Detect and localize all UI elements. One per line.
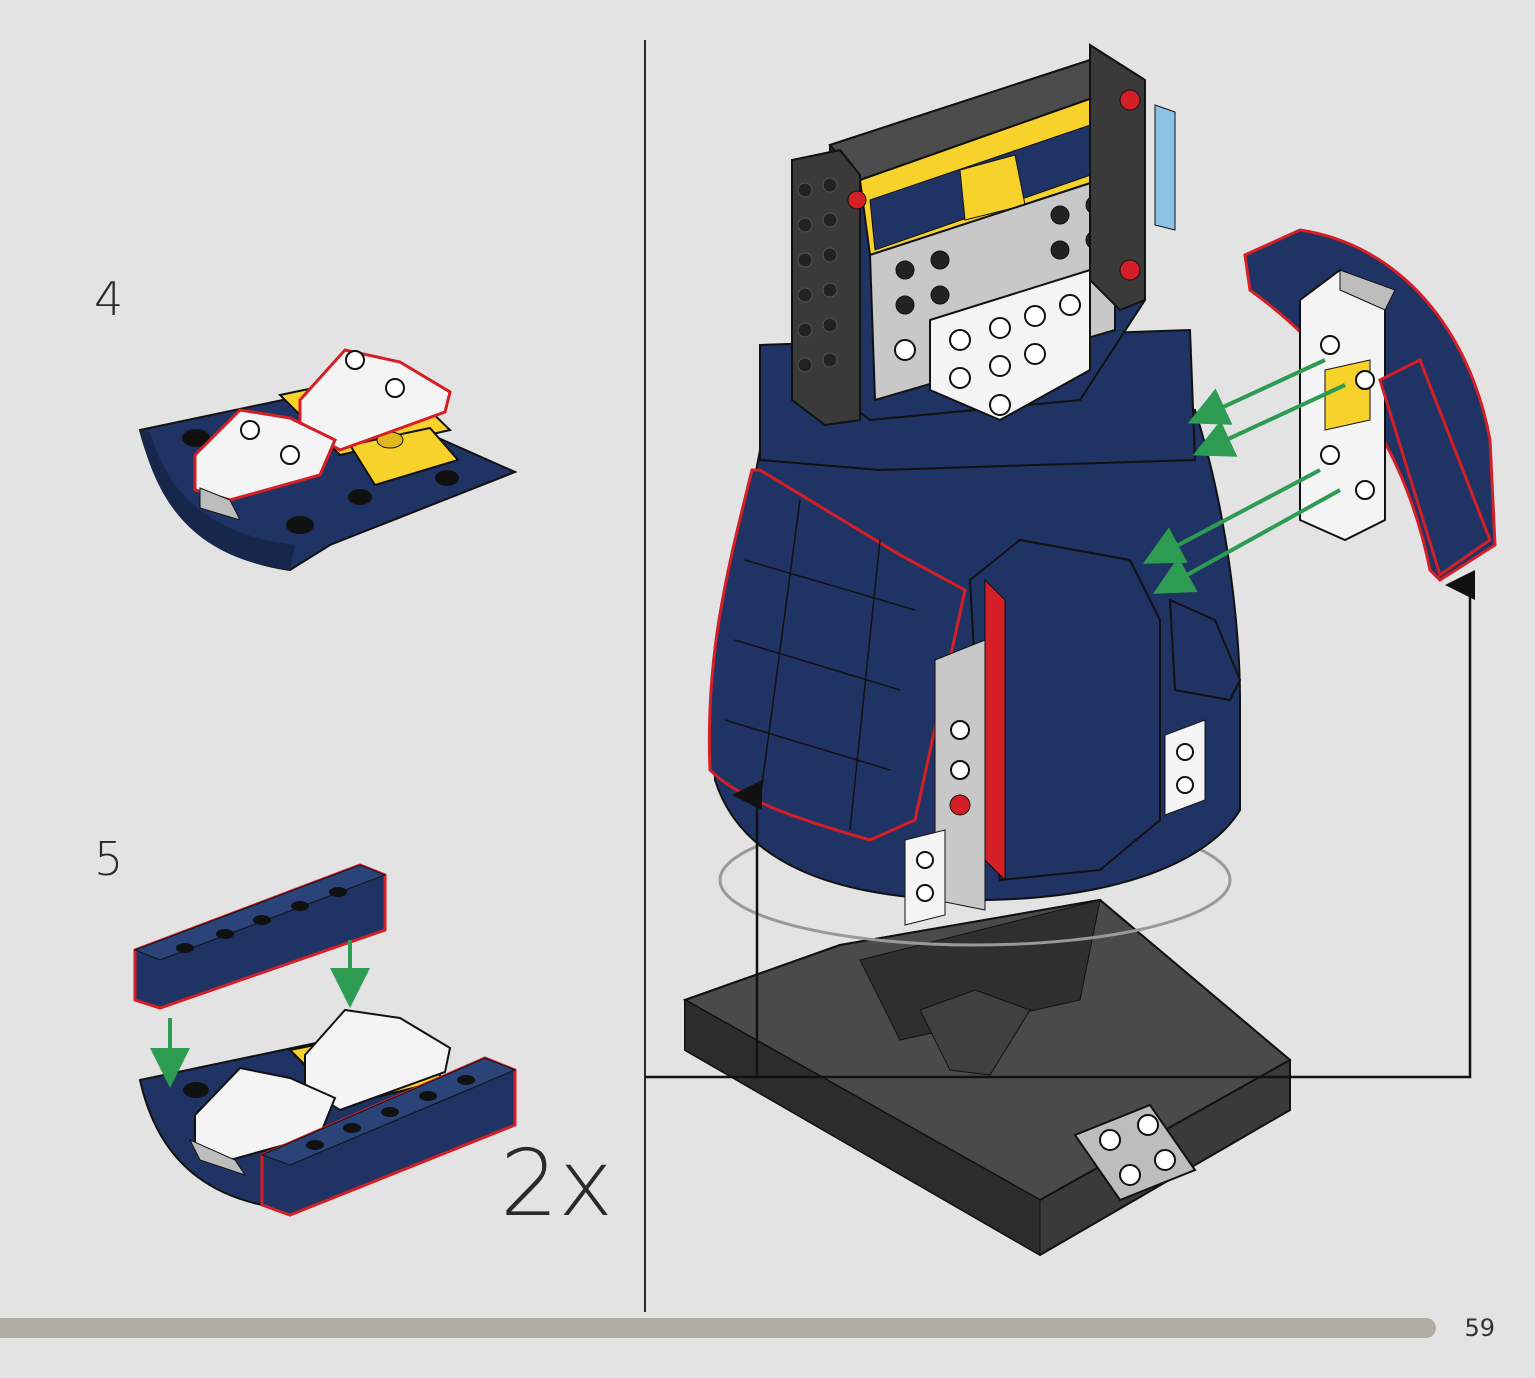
progress-bar (0, 1318, 1436, 1338)
step-5-multiplier: 2x (500, 1130, 613, 1237)
progress-fill (0, 1318, 1343, 1338)
main-bust-model (682, 43, 1292, 1257)
page-number: 59 (1464, 1314, 1495, 1342)
step-5-assembly (133, 863, 517, 1217)
black-placement-arrow-icon (645, 570, 1475, 1079)
right-floating-submodel (1243, 228, 1497, 582)
green-assembly-arrow-icon (1142, 358, 1346, 594)
step-5-number: 5 (94, 832, 125, 886)
step-4-number: 4 (94, 272, 125, 326)
panel-divider (644, 40, 646, 1312)
step-4-assembly (138, 348, 518, 572)
